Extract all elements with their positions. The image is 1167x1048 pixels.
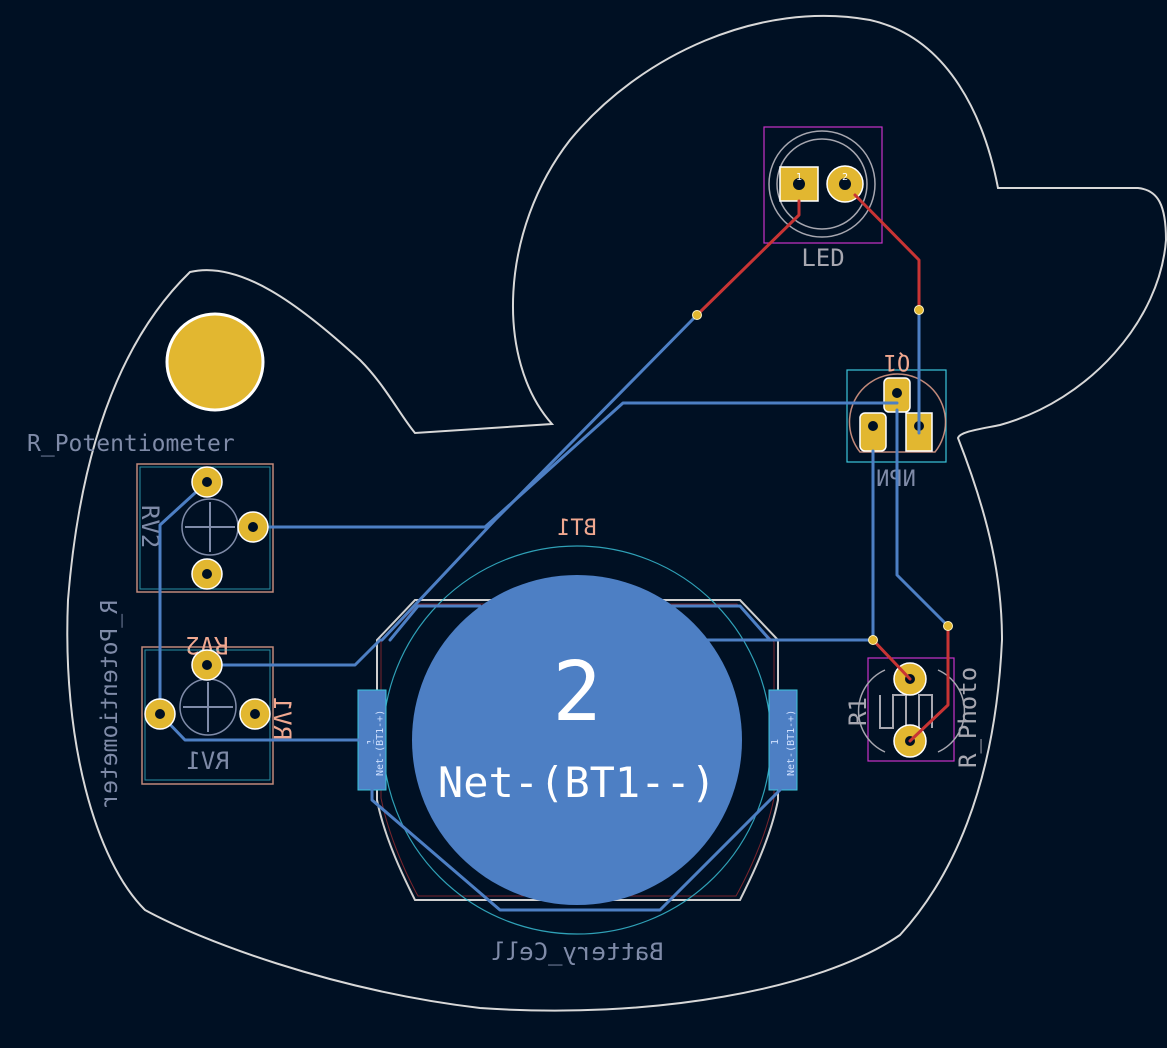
track-rv1-wiper[interactable] — [205, 638, 382, 667]
via-3[interactable] — [868, 635, 878, 645]
front-track-r1-bottom[interactable] — [908, 624, 950, 743]
battery-net-number: 2 — [552, 645, 601, 740]
battery-net-name: Net-(BT1--) — [438, 758, 716, 807]
board-outline — [66, 14, 1167, 1012]
front-copper-tracks — [695, 193, 950, 743]
led-body-inner — [776, 138, 868, 230]
potentiometer-pads — [144, 466, 271, 730]
rv1-pad-3-drill — [250, 709, 260, 719]
rv2-pad-3-drill — [202, 569, 212, 579]
track-r1-to-q1[interactable] — [895, 408, 950, 628]
via-4[interactable] — [943, 621, 953, 631]
r-potentiometer-top-label: R_Potentiometer — [27, 431, 235, 457]
r1-courtyard — [867, 657, 955, 762]
led-pad-1-number: 1 — [796, 172, 802, 183]
bt1-reference: BT1 — [557, 516, 597, 541]
rv2-pad-2-drill — [248, 522, 258, 532]
front-track-led-pad1[interactable] — [695, 199, 801, 317]
q1-reference: Q1 — [884, 349, 911, 374]
track-rv2-to-q1[interactable] — [251, 401, 899, 529]
via-2[interactable] — [914, 305, 924, 315]
rv1-back-label: RV1 — [186, 747, 229, 775]
track-rv1-to-bt1[interactable] — [158, 480, 209, 716]
via-1[interactable] — [692, 310, 702, 320]
battery-pad-2[interactable] — [412, 575, 742, 905]
led-body-outer — [768, 130, 876, 238]
front-track-r1-top[interactable] — [871, 638, 912, 681]
bt1-pad-label-left: Net-(BT1-+) — [375, 710, 386, 776]
bt1-pad-number-right: 1 — [770, 739, 781, 745]
front-track-led-pad2[interactable] — [853, 193, 921, 312]
led-pad-2-drill — [839, 178, 851, 190]
battery-pad-1-right[interactable] — [768, 689, 798, 791]
q1-pad-left-drill — [868, 421, 878, 431]
bt1-pad-label-right: Net-(BT1-+) — [786, 710, 797, 776]
led-value-label: LED — [801, 244, 844, 272]
led-courtyard — [763, 126, 883, 244]
rv1-front-label: RV1 — [268, 697, 296, 740]
mounting-hole-pad — [165, 312, 265, 412]
led-pad-2-number: 2 — [842, 172, 848, 183]
rv1-pad-2-drill — [155, 709, 165, 719]
q1-body-outline — [848, 373, 947, 453]
q1-pad-left[interactable] — [859, 412, 887, 452]
q1-pad-base-drill — [892, 388, 902, 398]
battery-holder-outline — [376, 599, 779, 901]
battery-cell-value: Battery_Cell — [490, 938, 663, 966]
track-bt1-upper-left[interactable] — [388, 604, 482, 642]
led-footprint: 1 2 LED — [763, 126, 883, 272]
battery-bt1-footprint: Net-(BT1-+) 1 Net-(BT1-+) 1 2 Net-(BT1--… — [357, 516, 798, 966]
rv1-pad-1-drill — [202, 660, 212, 670]
battery-holder-outline-inner — [380, 603, 775, 897]
rv1-silk-box — [141, 646, 274, 785]
r-photo-value: R_Photo — [954, 667, 982, 768]
track-bt1-upper-right[interactable] — [670, 604, 772, 642]
r-potentiometer-side-label: R_Potentiometer — [97, 600, 123, 808]
vias — [692, 305, 953, 645]
rv2-pad-1-drill — [202, 477, 212, 487]
r1-reference: R1 — [844, 697, 872, 726]
r1-meander — [879, 694, 933, 729]
led-pad-1-drill — [793, 178, 805, 190]
track-bt1-loop-left[interactable] — [370, 738, 782, 912]
